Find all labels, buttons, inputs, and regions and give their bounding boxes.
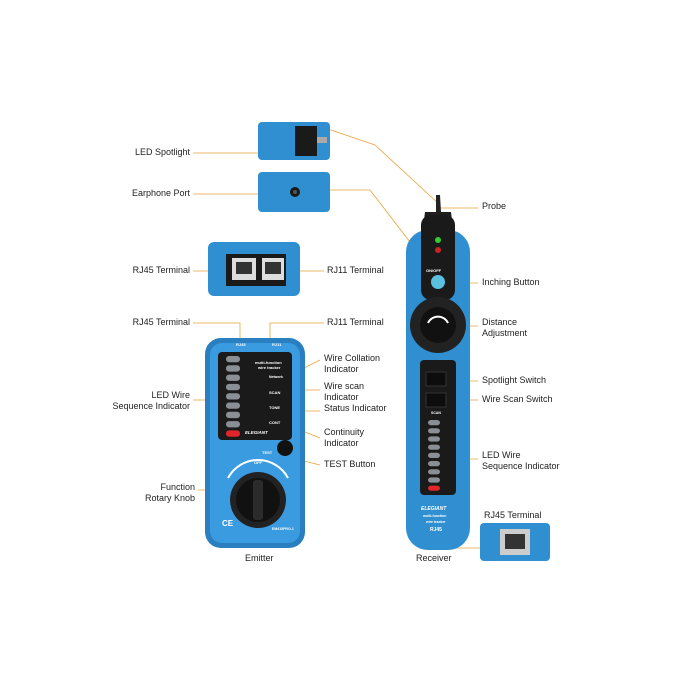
receiver-scan-text: SCAN	[431, 411, 441, 415]
label-wire-scan-switch: Wire Scan Switch	[482, 394, 553, 404]
label-emitter: Emitter	[245, 553, 274, 563]
earphone-port-detail	[258, 172, 330, 212]
led-indicator	[428, 485, 440, 491]
label-line: Sequence Indicator	[482, 461, 560, 471]
label-led-spotlight: LED Spotlight	[134, 147, 190, 157]
led-indicator	[226, 402, 240, 409]
label-line: Indicator	[324, 364, 359, 374]
receiver-title-2: wire tracker	[425, 520, 446, 524]
on-off-text: ON/OFF	[426, 268, 442, 273]
emitter-rj11-port-label: RJ11	[272, 342, 282, 347]
emitter-brand: ELEGIANT	[245, 430, 269, 435]
label-test-button: TEST Button	[324, 459, 376, 469]
tone-text: TONE	[269, 405, 280, 410]
led-indicator	[226, 430, 240, 437]
emitter-title-2: wire tracker	[257, 365, 281, 370]
led-indicator	[226, 356, 240, 363]
led-indicator	[428, 436, 440, 442]
label-line: LED Wire	[482, 450, 521, 460]
emitter-title-1: multi-function	[255, 360, 282, 365]
label-earphone-port: Earphone Port	[131, 188, 190, 198]
label-line: Rotary Knob	[144, 493, 195, 503]
led-indicator	[428, 452, 440, 458]
led-indicator	[226, 411, 240, 419]
label-receiver: Receiver	[416, 553, 452, 563]
led-spotlight-detail	[258, 122, 330, 160]
label-line: LED Wire	[151, 390, 190, 400]
led-indicator	[428, 461, 440, 467]
label-rj45-terminal-top: RJ45 Terminal	[132, 265, 190, 275]
label-line: Wire Collation	[324, 353, 381, 363]
label-inching-button: Inching Button	[482, 277, 540, 287]
led-indicator	[428, 428, 440, 434]
emitter-device	[205, 338, 305, 548]
test-text: TEST	[262, 450, 273, 455]
receiver-model: RJ45	[430, 527, 442, 533]
led-indicator	[226, 383, 240, 391]
label-rj45-terminal-emitter: RJ45 Terminal	[132, 317, 190, 327]
label-line: Indicator	[324, 392, 359, 402]
led-indicator	[226, 393, 240, 400]
receiver-rj45-detail	[480, 523, 550, 561]
label-line: Function	[160, 482, 195, 492]
label-spotlight-switch: Spotlight Switch	[482, 375, 547, 385]
receiver-brand: ELEGIANT	[421, 506, 447, 512]
led-indicator	[226, 374, 240, 381]
label-rj11-terminal-top: RJ11 Terminal	[327, 265, 384, 275]
led-indicator	[428, 420, 440, 426]
model-text: EM415PRO-1	[272, 527, 294, 531]
led-indicator	[428, 444, 440, 450]
emitter-rj45-port-label: RJ45	[236, 342, 246, 347]
ce-mark: CE	[222, 519, 234, 528]
receiver-device	[406, 195, 470, 550]
label-rj45-terminal-receiver: RJ45 Terminal	[484, 510, 542, 520]
label-rj11-terminal-emitter: RJ11 Terminal	[327, 317, 384, 327]
label-status-indicator: Status Indicator	[324, 403, 387, 413]
label-line: Continuity	[324, 427, 365, 437]
label-probe: Probe	[482, 201, 507, 211]
label-line: Wire scan	[324, 381, 365, 391]
scan-text: SCAN	[269, 390, 280, 395]
led-indicator	[428, 469, 440, 475]
led-indicator	[428, 477, 440, 483]
label-line: Adjustment	[482, 328, 528, 338]
led-indicator	[226, 365, 240, 372]
network-text: Network	[269, 375, 283, 379]
top-terminals-detail	[208, 242, 300, 296]
cont-text: CONT	[269, 420, 281, 425]
off-text: OFF	[254, 460, 263, 465]
label-line: Indicator	[324, 438, 359, 448]
led-indicator	[226, 421, 240, 428]
label-line: Distance	[482, 317, 518, 327]
label-line: Sequence Indicator	[112, 401, 190, 411]
receiver-title-1: multi-function	[423, 514, 446, 518]
